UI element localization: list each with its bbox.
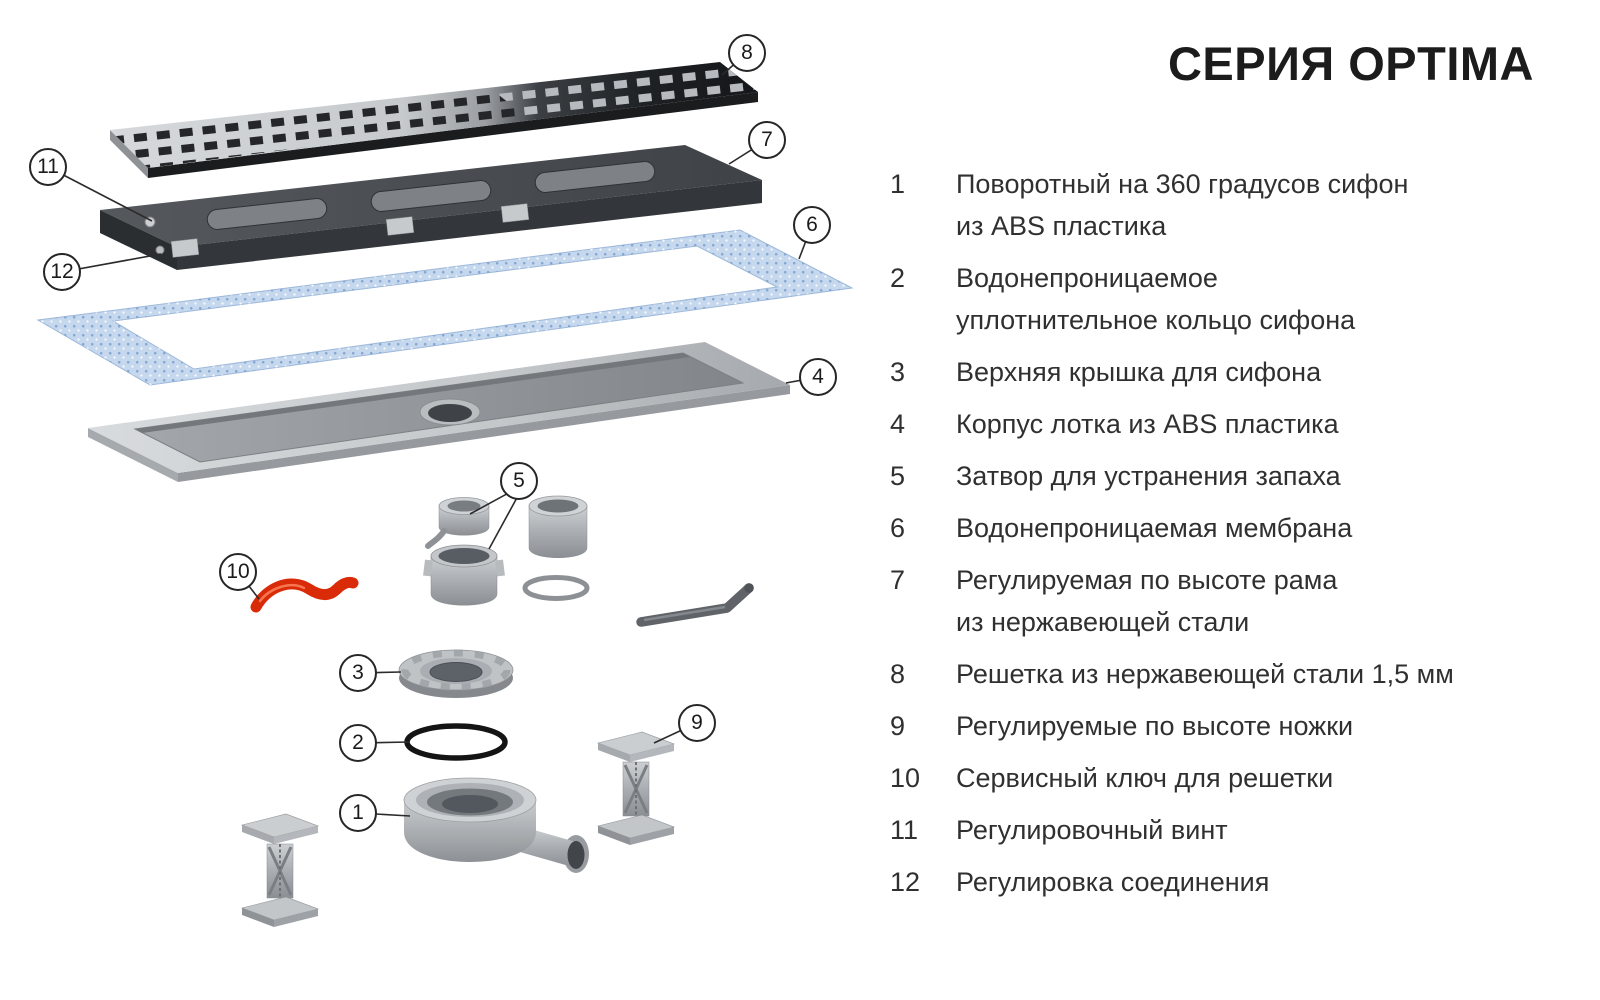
legend-item-text: Регулировка соединения bbox=[956, 867, 1270, 897]
page-title: СЕРИЯ OPTIMA bbox=[1167, 37, 1534, 90]
legend-item-number: 7 bbox=[890, 565, 906, 595]
part-siphon-cover bbox=[398, 649, 514, 698]
legend-item-number: 2 bbox=[890, 263, 906, 293]
legend-item-number: 8 bbox=[890, 659, 906, 689]
callout-1: 1 bbox=[339, 794, 377, 832]
callout-12: 12 bbox=[43, 253, 81, 291]
legend-item-number: 12 bbox=[890, 867, 921, 897]
callout-8: 8 bbox=[728, 34, 766, 72]
part-sealing-ring bbox=[404, 723, 508, 761]
info-panel: СЕРИЯ OPTIMA 1 Поворотный на 360 градусо… bbox=[872, 0, 1598, 913]
legend-item-number: 5 bbox=[890, 461, 906, 491]
callout-5: 5 bbox=[500, 462, 538, 500]
legend-item-text: Затвор для устранения запаха bbox=[956, 461, 1341, 491]
exploded-diagram bbox=[36, 52, 854, 929]
legend-item-number: 4 bbox=[890, 409, 906, 439]
legend-item-number: 9 bbox=[890, 711, 906, 741]
legend-item-number: 10 bbox=[890, 763, 921, 793]
legend-item-6: 6 Водонепроницаемая мембрана bbox=[890, 507, 1534, 549]
part-hex-key bbox=[636, 583, 754, 627]
callout-6: 6 bbox=[793, 206, 831, 244]
legend-item-10: 10 Сервисный ключ для решетки bbox=[890, 757, 1534, 799]
callout-4: 4 bbox=[799, 358, 837, 396]
legend-item-5: 5 Затвор для устранения запаха bbox=[890, 455, 1534, 497]
legend-item-number: 1 bbox=[890, 169, 906, 199]
foot-right bbox=[596, 730, 676, 847]
callout-11: 11 bbox=[29, 148, 67, 186]
legend-item-9: 9 Регулируемые по высоте ножки bbox=[890, 705, 1534, 747]
callout-3: 3 bbox=[339, 654, 377, 692]
legend-item-3: 3 Верхняя крышка для сифона bbox=[890, 351, 1534, 393]
legend-item-11: 11 Регулировочный винт bbox=[890, 809, 1534, 851]
part-service-key bbox=[250, 576, 359, 613]
callout-2: 2 bbox=[339, 724, 377, 762]
foot-left bbox=[240, 812, 320, 929]
part-membrane bbox=[36, 229, 854, 386]
legend-item-text: Регулируемые по высоте ножки bbox=[956, 711, 1354, 741]
part-siphon bbox=[403, 777, 589, 873]
legend-item-number: 3 bbox=[890, 357, 906, 387]
legend-item-8: 8 Решетка из нержавеющей стали 1,5 мм bbox=[890, 653, 1534, 695]
legend-item-text: Решетка из нержавеющей стали 1,5 мм bbox=[956, 659, 1454, 689]
part-frame bbox=[100, 145, 762, 270]
legend-item-4: 4 Корпус лотка из ABS пластика bbox=[890, 403, 1534, 445]
connection-adjuster bbox=[155, 245, 165, 255]
legend-item-number: 6 bbox=[890, 513, 906, 543]
legend-item-text: Корпус лотка из ABS пластика bbox=[956, 409, 1339, 439]
legend-item-text: Сервисный ключ для решетки bbox=[956, 763, 1334, 793]
trap-seal-ring bbox=[522, 575, 590, 601]
part-tray-body bbox=[88, 342, 790, 482]
callout-7: 7 bbox=[748, 121, 786, 159]
callout-10: 10 bbox=[219, 553, 257, 591]
legend-item-text: Регулировочный винт bbox=[956, 815, 1228, 845]
legend-item-text: Водонепроницаемая мембрана bbox=[956, 513, 1353, 543]
legend-item-text: Верхняя крышка для сифона bbox=[956, 357, 1322, 387]
part-grate bbox=[110, 62, 758, 178]
legend-item-12: 12 Регулировка соединения bbox=[890, 861, 1534, 903]
callout-9: 9 bbox=[678, 704, 716, 742]
part-odor-trap bbox=[423, 495, 590, 606]
legend-item-number: 11 bbox=[890, 815, 919, 845]
